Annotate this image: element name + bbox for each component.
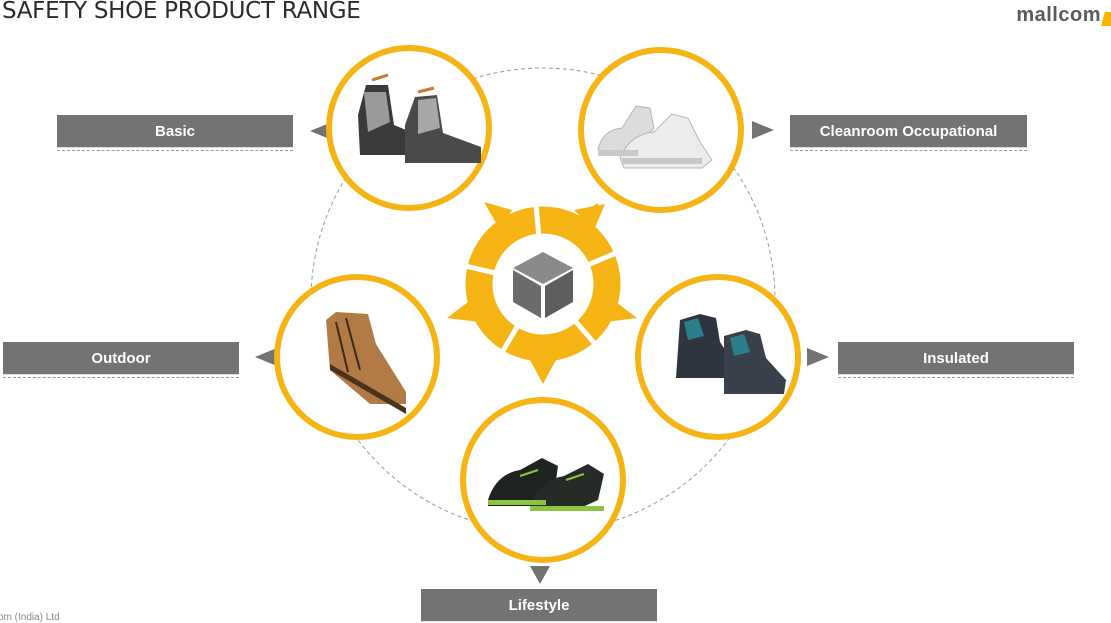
label-insulated[interactable]: Insulated: [838, 342, 1074, 378]
lifestyle-shoe-icon: [488, 458, 604, 511]
label-outdoor-text: Outdoor: [91, 349, 151, 367]
cube-icon: [513, 252, 573, 318]
label-outdoor[interactable]: Outdoor: [3, 342, 239, 378]
center-hub: [447, 200, 637, 384]
arrow-nw-icon: [484, 202, 512, 230]
label-cleanroom-text: Cleanroom Occupational: [819, 122, 998, 140]
label-basic[interactable]: Basic: [57, 115, 293, 151]
product-circle-outdoor[interactable]: [274, 274, 440, 440]
cleanroom-shoe-icon: [597, 105, 713, 169]
product-circle-cleanroom[interactable]: [578, 47, 744, 213]
product-circle-lifestyle[interactable]: [460, 397, 626, 563]
mallcom-logo: mallcom: [1016, 4, 1111, 27]
arrow-e-icon: [606, 296, 637, 322]
footer-company: om (India) Ltd: [0, 612, 60, 623]
page-title: SAFETY SHOE PRODUCT RANGE: [2, 0, 361, 24]
outdoor-shoe-icon: [326, 312, 406, 414]
insulated-shoe-icon: [676, 314, 786, 394]
product-circle-basic[interactable]: [326, 45, 492, 211]
pointer-outdoor-icon: [255, 348, 277, 366]
label-insulated-text: Insulated: [923, 349, 989, 367]
product-circle-insulated[interactable]: [635, 274, 801, 440]
arrow-s-icon: [530, 360, 556, 384]
arrow-ne-icon: [574, 204, 605, 230]
pointer-cleanroom-icon: [752, 121, 774, 139]
pointer-lifestyle-icon: [530, 566, 550, 584]
logo-text: mallcom: [1016, 4, 1101, 26]
label-lifestyle[interactable]: Lifestyle: [421, 589, 657, 621]
pointer-insulated-icon: [807, 348, 829, 366]
label-basic-text: Basic: [154, 122, 196, 140]
arrow-w-icon: [447, 296, 479, 322]
basic-shoe-icon: [358, 73, 481, 163]
label-lifestyle-text: Lifestyle: [508, 596, 570, 614]
label-cleanroom-occupational[interactable]: Cleanroom Occupational: [790, 115, 1027, 151]
